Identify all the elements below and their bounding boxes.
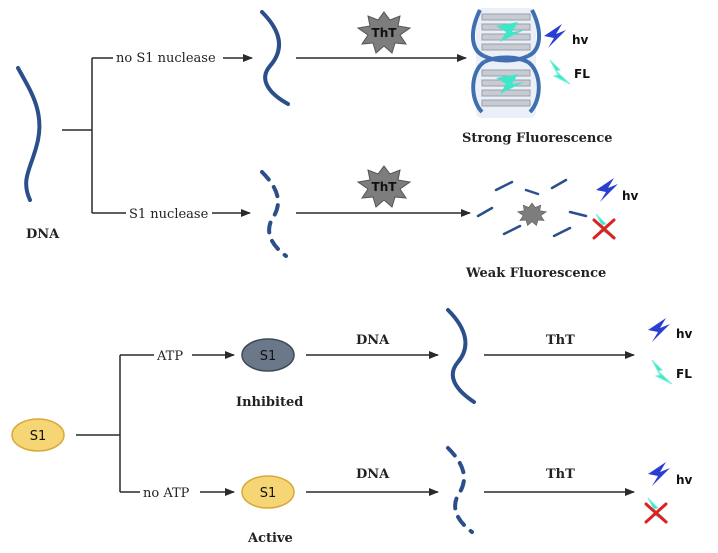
s1-enzyme-start: S1: [11, 418, 65, 452]
hv-label: hv: [676, 327, 693, 341]
top-branch-lines: [62, 54, 253, 217]
fl-label: FL: [676, 367, 692, 381]
tht-star-icon: ThT: [357, 165, 411, 208]
bottom-section: S1 ATP no ATP S1 Inhibited S1 Active DNA…: [11, 308, 693, 546]
no-s1-nuclease-label: no S1 nuclease: [116, 51, 216, 66]
dna-add-label: DNA: [356, 467, 390, 482]
g-quadruplex-icon: [471, 8, 541, 118]
svg-text:ThT: ThT: [372, 180, 398, 194]
hv-bolt-icon: [648, 462, 670, 486]
intact-dna-strand: [446, 308, 476, 404]
intact-dna-strand: [260, 10, 290, 106]
hv-bolt-icon: [648, 318, 670, 342]
fl-label: FL: [574, 67, 590, 81]
hv-label: hv: [676, 473, 693, 487]
hv-label: hv: [572, 33, 589, 47]
weak-fluorescence-label: Weak Fluorescence: [465, 266, 606, 281]
inhibited-label: Inhibited: [236, 395, 303, 410]
dna-label: DNA: [26, 227, 60, 242]
tht-add-label: ThT: [546, 467, 575, 482]
hv-bolt-icon: [544, 24, 566, 48]
svg-text:S1: S1: [260, 349, 277, 364]
hv-label: hv: [622, 189, 639, 203]
cleaved-dna-strand: [446, 446, 474, 534]
s1-enzyme-inhibited: S1: [241, 338, 295, 372]
svg-text:ThT: ThT: [372, 26, 398, 40]
tht-add-label: ThT: [546, 333, 575, 348]
quenched-fl-icon: [644, 497, 669, 524]
dna-add-label: DNA: [356, 333, 390, 348]
active-label: Active: [247, 531, 293, 546]
hv-bolt-icon: [596, 178, 618, 202]
atp-label: ATP: [156, 349, 183, 364]
no-atp-label: no ATP: [143, 486, 190, 501]
top-section: DNA no S1 nuclease S1 nuclease ThT ThT: [16, 8, 639, 281]
svg-text:S1: S1: [260, 486, 277, 501]
strong-fluorescence-label: Strong Fluorescence: [462, 131, 613, 146]
dna-strand: [16, 66, 42, 202]
fl-bolt-icon: [549, 59, 571, 85]
dna-fragments: [476, 178, 588, 238]
tht-star-icon: ThT: [357, 11, 411, 54]
fl-bolt-icon: [651, 359, 673, 385]
s1-enzyme-active: S1: [241, 475, 295, 509]
svg-text:S1: S1: [30, 429, 47, 444]
quenched-fl-icon: [592, 213, 617, 240]
bottom-branch-lines: [76, 351, 235, 496]
tht-small-icon: [517, 202, 547, 226]
s1-nuclease-label: S1 nuclease: [129, 207, 209, 222]
cleaved-dna-strand: [260, 170, 288, 258]
